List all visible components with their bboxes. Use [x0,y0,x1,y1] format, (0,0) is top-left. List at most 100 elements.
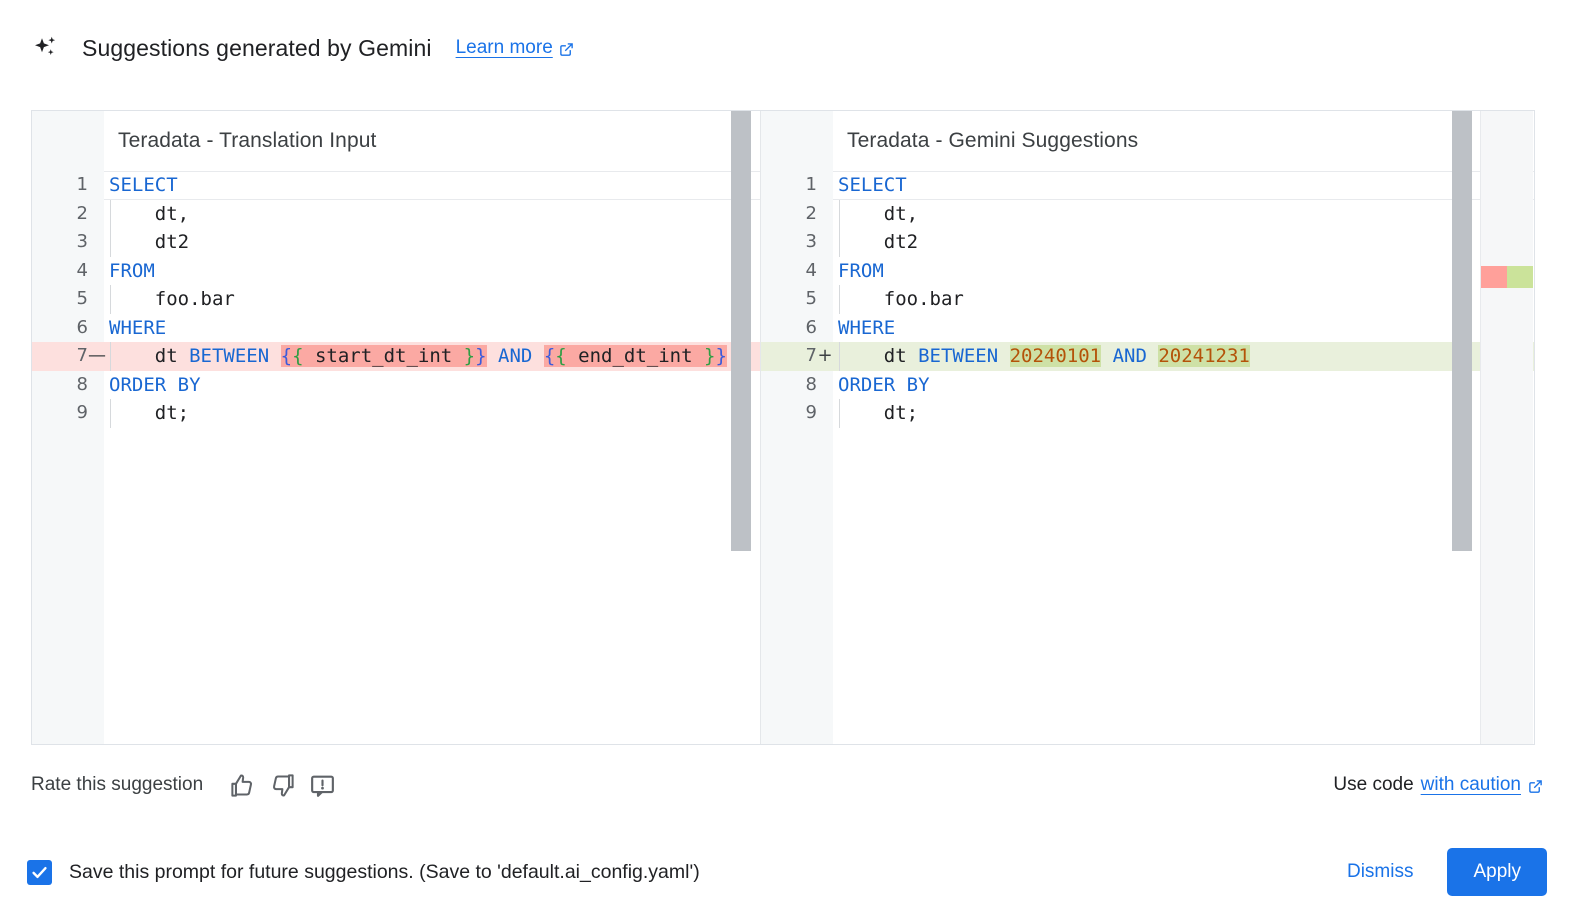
code-token: { [555,345,567,367]
page-title: Suggestions generated by Gemini [82,34,432,61]
thumb-up-icon[interactable] [225,768,259,802]
code-token [998,345,1009,367]
right-pane-header: Teradata - Gemini Suggestions [761,111,1534,171]
indent-guide [110,285,111,314]
indent-guide [110,199,111,228]
code-line[interactable]: 2 dt, [32,199,760,229]
code-token: 20241231 [1158,345,1250,367]
code-text: dt; [833,399,918,428]
line-number: 1 [805,174,817,195]
code-token: dt; [838,402,919,424]
code-line[interactable]: 3 dt2 [32,228,760,257]
code-text: dt2 [833,228,918,257]
code-token: end_dt_int [566,345,704,367]
diff-sign: + [817,345,833,366]
code-text: SELECT [833,171,907,200]
code-token: dt; [109,402,190,424]
line-number: 1 [76,174,88,195]
apply-button[interactable]: Apply [1447,848,1547,896]
code-token: foo.bar [838,288,964,310]
code-line[interactable]: 7+ dt BETWEEN 20240101 AND 20241231 [761,342,1534,371]
code-line[interactable]: 5 foo.bar [761,285,1534,314]
code-line[interactable]: 2 dt, [761,199,1534,229]
code-token: { [280,345,293,367]
code-token: AND [1112,345,1147,367]
code-text: dt2 [104,228,189,257]
sparkle-icon [30,33,60,63]
gemini-header: Suggestions generated by Gemini Learn mo… [0,0,1574,96]
rate-label: Rate this suggestion [31,774,204,795]
line-number: 6 [805,316,817,338]
line-number: 9 [805,402,817,423]
learn-more-label: Learn more [455,37,553,58]
code-text: WHERE [104,314,166,343]
code-text: FROM [104,257,155,286]
indent-guide [110,342,111,371]
code-text: dt, [104,200,189,229]
right-vertical-scrollbar[interactable] [1452,111,1472,744]
left-scrollbar-thumb[interactable] [731,111,751,551]
code-line[interactable]: 5 foo.bar [32,285,760,314]
line-number: 9 [76,402,88,423]
code-token: } [715,345,727,367]
dismiss-button[interactable]: Dismiss [1329,850,1432,894]
code-token: BETWEEN [918,345,999,367]
line-number: 6 [76,316,88,338]
indent-guide [839,199,840,228]
indent-guide [839,399,840,428]
report-feedback-icon[interactable] [305,768,339,802]
line-number: 3 [76,231,88,252]
external-link-icon [559,41,574,56]
save-prompt-control: Save this prompt for future suggestions.… [27,859,700,885]
right-pane-title: Teradata - Gemini Suggestions [847,129,1139,152]
line-number: 8 [76,373,88,395]
code-line[interactable]: 6 WHERE [761,314,1534,343]
code-token: foo.bar [109,288,235,310]
rate-row: Rate this suggestion Use code with [31,765,1543,805]
code-line[interactable]: 9 dt; [32,399,760,428]
indent-guide [839,285,840,314]
code-line[interactable]: 9 dt; [761,399,1534,428]
left-vertical-scrollbar[interactable] [731,111,751,744]
line-number: 2 [76,202,88,224]
line-number: 5 [805,288,817,309]
line-number: 7 [805,345,817,366]
save-prompt-checkbox[interactable] [27,859,52,885]
line-number: 2 [805,202,817,224]
external-link-icon [1528,778,1543,793]
with-caution-link[interactable]: with caution [1421,774,1543,796]
code-text: WHERE [833,314,895,343]
code-token: start_dt_int [303,345,464,367]
code-text: foo.bar [104,285,235,314]
learn-more-link[interactable]: Learn more [456,37,574,59]
code-text: dt, [833,200,918,229]
code-line[interactable]: 3 dt2 [761,228,1534,257]
code-text: ORDER BY [104,371,201,400]
code-token [532,345,543,367]
code-token: dt2 [838,231,919,253]
code-line[interactable]: 1 SELECT [761,171,1534,200]
code-text: foo.bar [833,285,964,314]
with-caution-label: with caution [1420,774,1521,795]
code-token: WHERE [109,316,167,339]
code-text: dt BETWEEN {{ start_dt_int }} AND {{ end… [104,342,727,371]
code-line[interactable]: 7— dt BETWEEN {{ start_dt_int }} AND {{ … [32,342,760,371]
code-line[interactable]: 8 ORDER BY [32,371,760,400]
thumb-down-icon[interactable] [265,768,299,802]
code-token: dt, [838,202,919,225]
code-token: AND [498,345,533,367]
right-scrollbar-thumb[interactable] [1452,111,1472,551]
indent-guide [110,228,111,257]
diff-overview-ruler[interactable] [1480,111,1533,744]
use-code-prefix: Use code [1333,774,1414,795]
code-token: dt, [109,202,190,225]
code-line[interactable]: 6 WHERE [32,314,760,343]
